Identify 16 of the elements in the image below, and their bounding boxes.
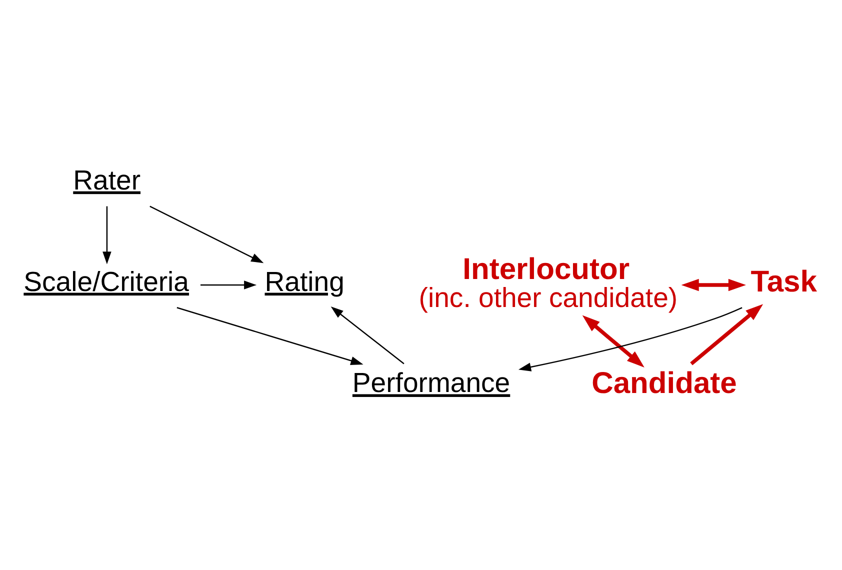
arrow bbox=[330, 306, 404, 364]
arrow bbox=[150, 206, 264, 264]
arrow bbox=[690, 304, 764, 366]
node-text: Scale/Criteria bbox=[24, 266, 190, 297]
node-text: Candidate bbox=[592, 366, 737, 400]
arrow bbox=[681, 278, 746, 292]
arrow bbox=[518, 307, 742, 372]
node-text: Rater bbox=[73, 164, 141, 196]
arrow bbox=[200, 280, 257, 290]
node-text: Rating bbox=[264, 266, 344, 297]
arrow bbox=[582, 315, 644, 368]
arrow bbox=[176, 307, 364, 365]
node-text: Interlocutor (inc. other candidate) bbox=[418, 252, 678, 314]
node-text: Performance bbox=[352, 367, 510, 398]
arrow bbox=[102, 206, 112, 264]
node-text: Task bbox=[750, 266, 817, 299]
